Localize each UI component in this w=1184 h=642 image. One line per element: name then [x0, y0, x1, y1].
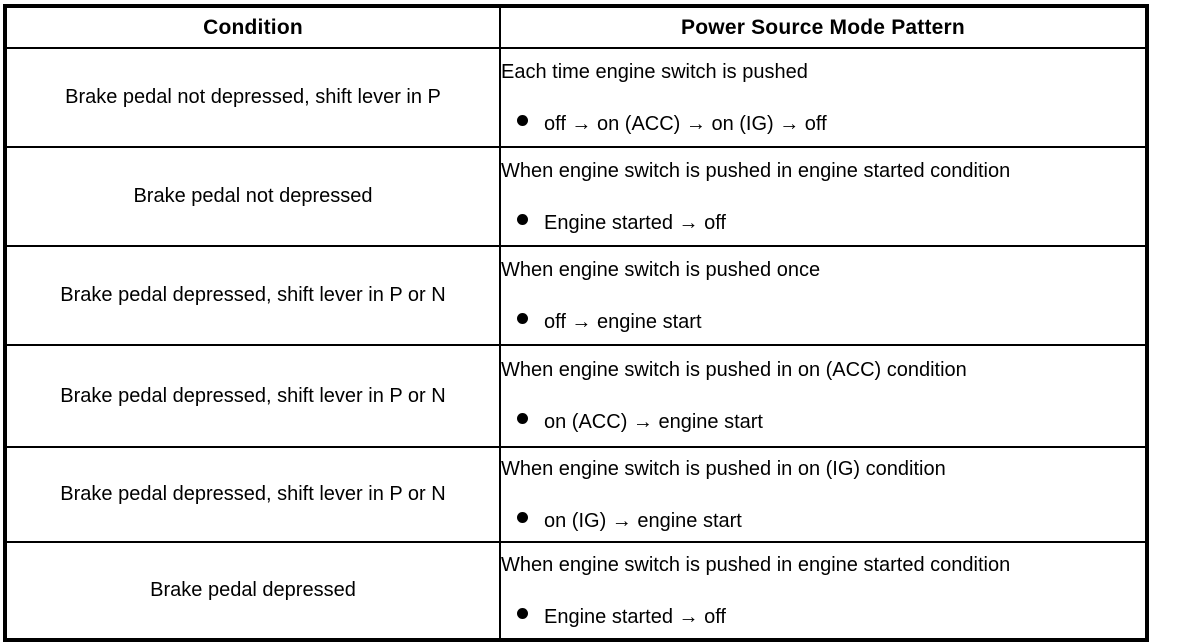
condition-cell: Brake pedal depressed: [4, 541, 501, 641]
table-row: Brake pedal depressed When engine switch…: [4, 541, 1148, 641]
pattern-bullet-item: Engine started → off: [501, 604, 1145, 630]
power-source-mode-table: Condition Power Source Mode Pattern Brak…: [3, 4, 1149, 642]
bullet-dot-icon: [517, 607, 528, 619]
pattern-cell: When engine switch is pushed in on (ACC)…: [499, 344, 1148, 448]
pattern-bullet-text: Engine started → off: [544, 211, 726, 234]
condition-cell: Brake pedal depressed, shift lever in P …: [4, 344, 501, 448]
pattern-bullet-item: off → on (ACC) → on (IG) → off: [501, 111, 1145, 137]
table-row: Brake pedal not depressed, shift lever i…: [4, 47, 1148, 148]
table-row: Brake pedal not depressed When engine sw…: [4, 146, 1148, 247]
table-row: Brake pedal depressed, shift lever in P …: [4, 245, 1148, 346]
condition-cell: Brake pedal depressed, shift lever in P …: [4, 245, 501, 346]
pattern-cell: When engine switch is pushed once off → …: [499, 245, 1148, 346]
table-row: Brake pedal depressed, shift lever in P …: [4, 446, 1148, 543]
pattern-cell: When engine switch is pushed in on (IG) …: [499, 446, 1148, 543]
pattern-bullet-text: off → on (ACC) → on (IG) → off: [544, 112, 827, 135]
pattern-heading: Each time engine switch is pushed: [501, 60, 808, 83]
pattern-heading: When engine switch is pushed once: [501, 258, 821, 281]
pattern-bullet-item: on (ACC) → engine start: [501, 409, 1145, 435]
pattern-heading: When engine switch is pushed in engine s…: [501, 553, 1011, 576]
pattern-bullet-item: Engine started → off: [501, 210, 1145, 236]
pattern-bullet-item: off → engine start: [501, 309, 1145, 335]
table-header-row: Condition Power Source Mode Pattern: [4, 5, 1148, 49]
pattern-heading: When engine switch is pushed in on (IG) …: [501, 457, 946, 480]
bullet-dot-icon: [517, 213, 528, 225]
pattern-bullet-item: on (IG) → engine start: [501, 508, 1145, 534]
pattern-bullet-text: on (IG) → engine start: [544, 509, 742, 532]
pattern-heading: When engine switch is pushed in engine s…: [501, 159, 1011, 182]
pattern-bullet-text: Engine started → off: [544, 605, 726, 628]
column-header-power-source-mode-pattern: Power Source Mode Pattern: [499, 5, 1148, 49]
pattern-heading: When engine switch is pushed in on (ACC)…: [501, 359, 967, 381]
pattern-cell: When engine switch is pushed in engine s…: [499, 146, 1148, 247]
condition-cell: Brake pedal not depressed: [4, 146, 501, 247]
condition-cell: Brake pedal not depressed, shift lever i…: [4, 47, 501, 148]
pattern-bullet-text: on (ACC) → engine start: [544, 411, 763, 433]
bullet-dot-icon: [517, 114, 528, 126]
bullet-dot-icon: [517, 511, 528, 523]
bullet-dot-icon: [517, 413, 528, 424]
table-row: Brake pedal depressed, shift lever in P …: [4, 344, 1148, 448]
pattern-cell: When engine switch is pushed in engine s…: [499, 541, 1148, 641]
pattern-bullet-text: off → engine start: [544, 310, 702, 333]
bullet-dot-icon: [517, 312, 528, 324]
pattern-cell: Each time engine switch is pushed off → …: [499, 47, 1148, 148]
power-source-mode-table-container: Condition Power Source Mode Pattern Brak…: [3, 4, 1149, 642]
column-header-condition: Condition: [4, 5, 501, 49]
condition-cell: Brake pedal depressed, shift lever in P …: [4, 446, 501, 543]
